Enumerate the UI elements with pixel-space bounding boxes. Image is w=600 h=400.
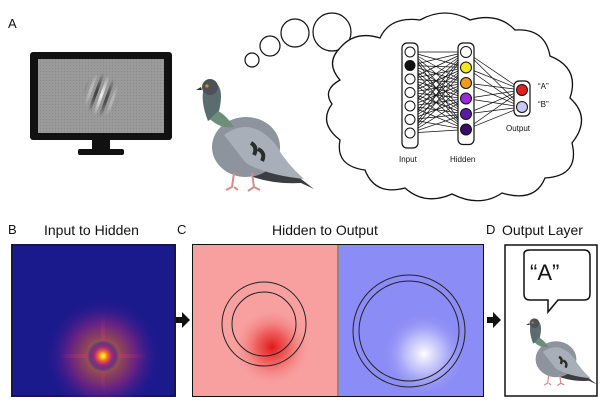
input-node [404,100,416,112]
connection-line [409,67,467,80]
connection-line [465,89,523,115]
input-node [404,46,416,58]
hidden-node [460,108,472,120]
connection-line [409,92,467,99]
connection-line [409,65,467,84]
connection-line [409,92,467,115]
neural-network-diagram [401,42,531,149]
hidden-node [460,61,472,74]
connection-line [409,65,467,68]
connection-line [409,78,467,130]
connection-line [465,82,523,108]
connection-line [409,67,467,107]
connection-line [465,106,523,115]
connection-line [409,98,467,134]
input-node [404,114,416,125]
input-node [404,127,416,139]
hidden-node [460,77,472,89]
connection-line [465,98,523,108]
panel-d-letter: D [486,222,496,237]
network-output-a-label: “A” [538,82,549,91]
connection-line [409,51,467,130]
connection-line [409,119,467,130]
panel-c-letter: C [177,222,187,237]
connection-line [409,78,467,84]
connection-line [409,51,467,107]
connection-line [409,51,467,115]
hidden-node [460,46,472,58]
input-node [404,73,416,85]
connection-line [409,67,467,120]
connection-line [409,129,467,134]
connection-line [409,98,467,107]
connection-line [409,51,467,120]
hidden-to-output-fields [192,244,484,397]
connection-line [409,105,467,130]
panel-c-title: Hidden to Output [272,222,378,238]
connection-line [409,92,467,130]
connection-line [409,67,467,134]
connection-line [409,65,467,130]
connection-line [409,82,467,120]
connection-line [409,51,467,84]
connection-line [409,67,467,93]
connection-line [465,67,523,108]
connection-line [409,51,467,80]
connection-line [465,67,523,91]
connection-line [409,78,467,115]
connection-line [465,89,523,99]
connection-line [465,106,523,130]
monitor-illustration [30,52,172,155]
connection-line [465,89,523,130]
network-output-b-label: “B” [538,100,549,109]
arrow-right-icon [487,312,501,328]
connection-line [465,51,523,91]
connection-line [465,82,523,91]
hidden-node [460,123,472,136]
connection-line [409,82,467,93]
connection-line [409,51,467,66]
panel-a-letter: A [8,16,17,31]
panel-d-title: Output Layer [502,222,583,238]
connection-line [409,51,467,93]
connection-line [409,113,467,134]
connection-line [409,51,467,99]
input-node [404,87,416,98]
network-output-label: Output [506,124,531,133]
connection-line [409,78,467,99]
connection-line [409,65,467,115]
connection-line [409,98,467,120]
connection-line [409,82,467,107]
arrow-right-icon [176,312,190,328]
network-input-label: Input [399,155,417,164]
speech-bubble-text: “A” [530,260,560,285]
connection-line [465,51,523,108]
output-node [516,101,528,113]
hidden-node [460,92,472,105]
connection-line [409,113,467,120]
connection-line [409,82,467,134]
pigeon-illustration [196,79,314,192]
connection-line [409,65,467,99]
connection-line [409,51,467,134]
output-layer-panel [504,244,598,397]
network-hidden-label: Hidden [450,155,476,164]
panel-b-letter: B [8,222,17,237]
connection-line [409,105,467,115]
input-to-hidden-heatmap [11,244,176,397]
input-node [404,60,416,71]
output-node [516,84,528,96]
panel-b-title: Input to Hidden [44,222,139,238]
